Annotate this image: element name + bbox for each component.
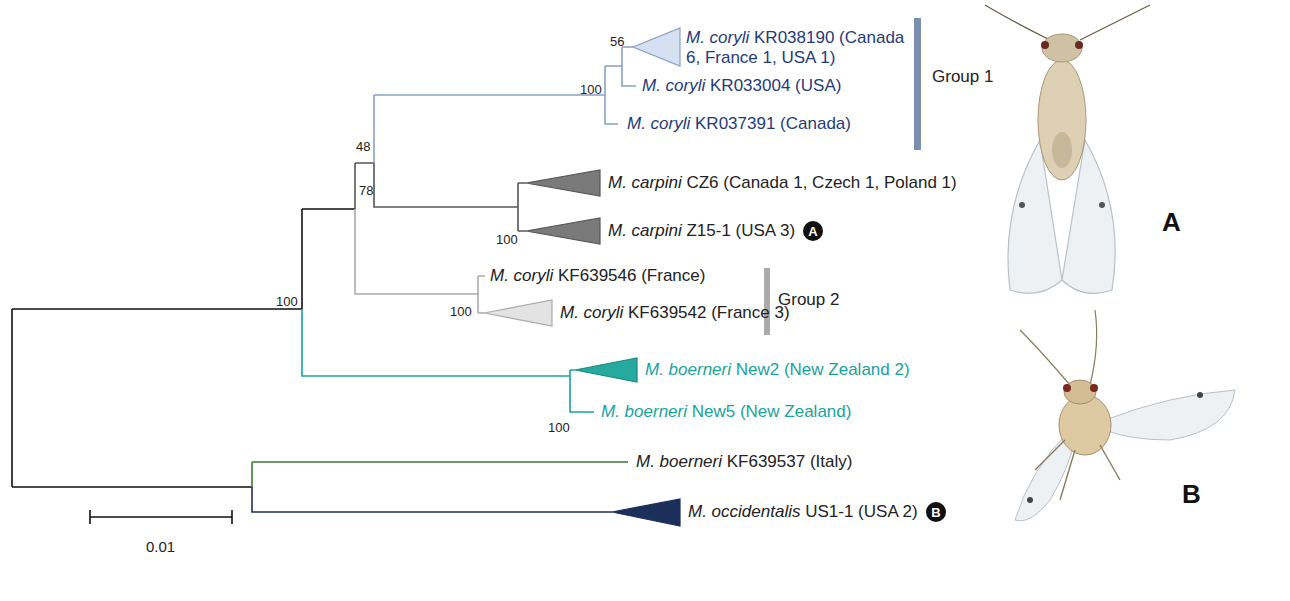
bootstrap-value: 100 [580, 83, 602, 98]
taxon-label: M. coryli KF639546 (France) [490, 266, 705, 286]
bootstrap-value: 100 [450, 305, 472, 320]
taxon-label: M. coryli KR037391 (Canada) [627, 114, 851, 134]
taxon-label: M. coryli KR038190 (Canada 6, France 1, … [686, 28, 908, 67]
taxon-label: M. boerneri New5 (New Zealand) [601, 402, 851, 422]
taxon-label: M. boerneri KF639537 (Italy) [636, 452, 852, 472]
badge-letter: A [808, 224, 817, 239]
photo-label: B [1182, 480, 1201, 510]
taxon-label: M. boerneri New2 (New Zealand 2) [645, 360, 910, 380]
photo-label: A [1162, 208, 1181, 238]
bootstrap-value: 100 [548, 421, 570, 436]
bootstrap-value: 100 [496, 233, 518, 248]
bootstrap-value: 78 [359, 184, 373, 199]
taxon-label: M. coryli KR033004 (USA) [642, 76, 841, 96]
badge-circle: A [803, 221, 823, 241]
taxon-label: M. carpini Z15-1 (USA 3) [608, 221, 795, 241]
taxon-label: M. carpini CZ6 (Canada 1, Czech 1, Polan… [608, 173, 957, 193]
group-label: Group 1 [932, 67, 993, 87]
bootstrap-value: 100 [276, 295, 298, 310]
badge-circle: B [926, 502, 946, 522]
scale-label: 0.01 [146, 538, 175, 555]
taxon-label: M. coryli KF639542 (France 3) [560, 303, 790, 323]
bootstrap-value: 48 [356, 140, 370, 155]
taxon-label: M. occidentalis US1-1 (USA 2) [688, 502, 918, 522]
bootstrap-value: 56 [610, 35, 624, 50]
badge-letter: B [931, 505, 940, 520]
